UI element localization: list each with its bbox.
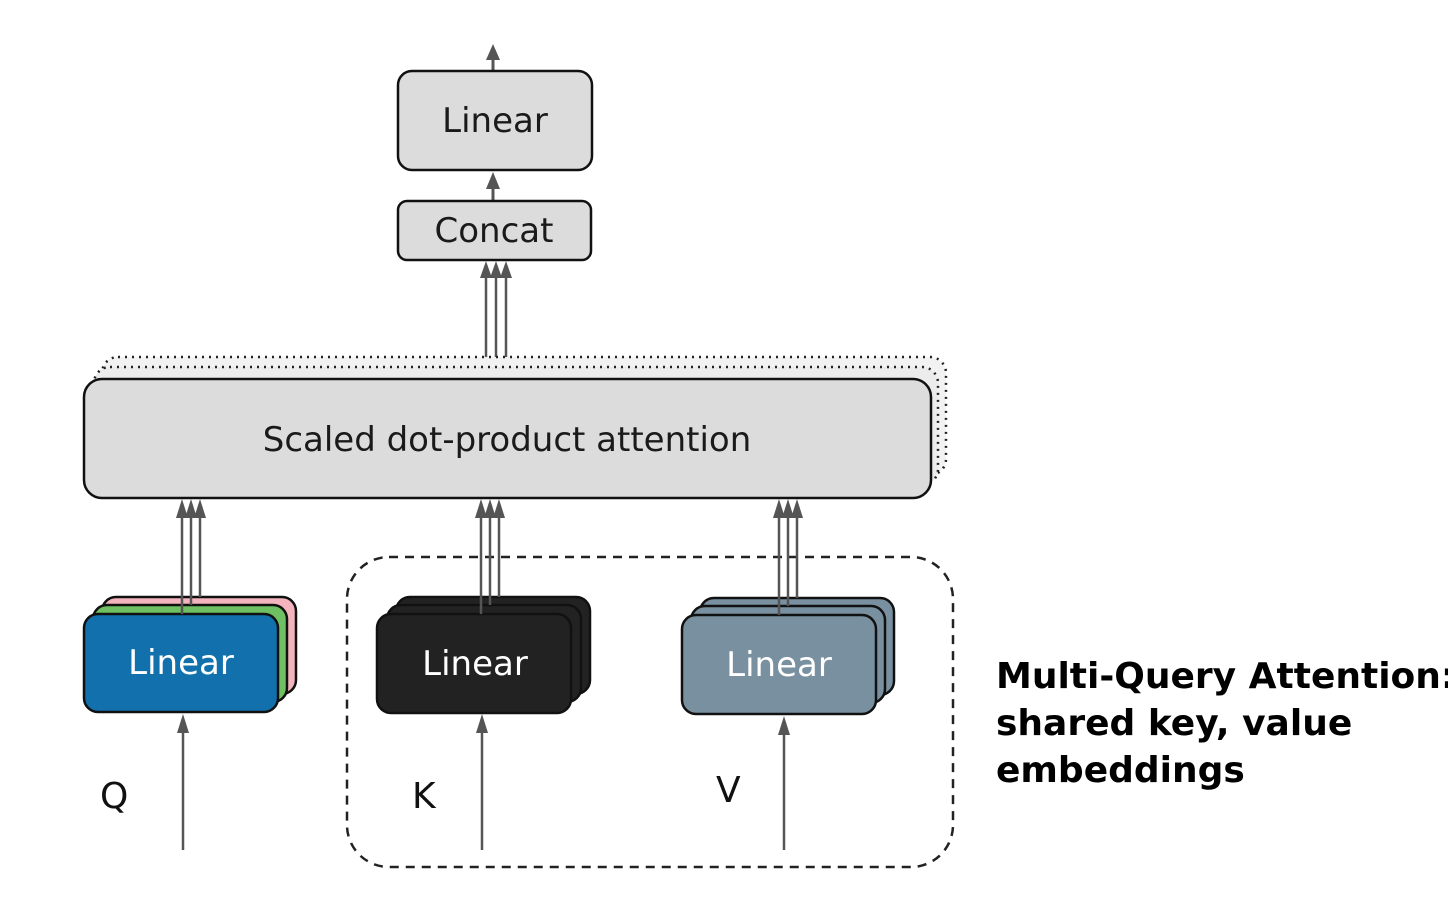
concat-to-linear-arrow [486,172,500,200]
key-input-label: K [412,776,437,817]
key-input-arrow [476,714,488,850]
value-input-arrow [778,716,790,850]
key-linear-label: Linear [422,644,528,684]
query-linear-block: Linear [82,595,298,714]
attention-block: Scaled dot-product attention [82,377,933,500]
query-input-label: Q [100,776,128,817]
value-to-attention-arrows [773,499,803,615]
diagram-caption: Multi-Query Attention: shared key, value… [996,653,1448,794]
query-to-attention-arrows [176,499,206,614]
key-linear-block: Linear [375,595,592,715]
output-linear-label: Linear [442,101,548,141]
output-linear-block: Linear [396,69,594,172]
shared-kv-group-outline [345,555,955,869]
query-linear-label: Linear [128,643,234,683]
value-input-label: V [716,770,741,811]
attention-label: Scaled dot-product attention [263,420,752,460]
caption-line-2: shared key, value [996,703,1353,744]
caption-line-3: embeddings [996,750,1245,791]
value-linear-label: Linear [726,645,832,685]
key-to-attention-arrows [475,499,505,614]
value-linear-block: Linear [680,596,896,716]
concat-block: Concat [396,199,593,262]
caption-line-1: Multi-Query Attention: [996,656,1448,697]
query-input-arrow [177,714,189,850]
concat-label: Concat [435,211,554,251]
